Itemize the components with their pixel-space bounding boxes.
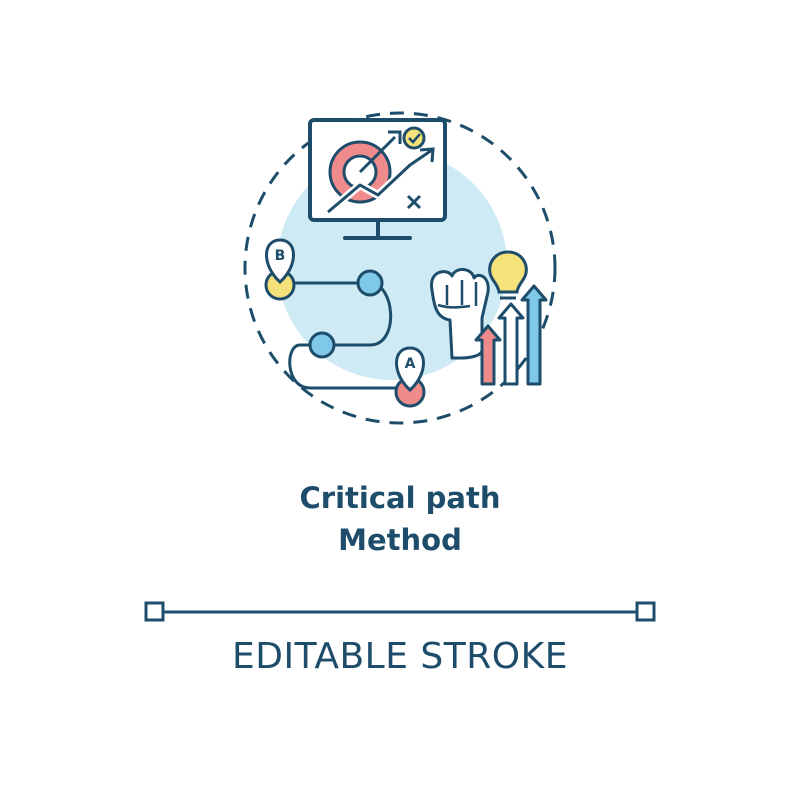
growth-arrows-icon xyxy=(474,284,548,386)
critical-path-illustration: B A xyxy=(243,111,557,425)
stroke-handle-left xyxy=(144,601,165,622)
editable-stroke-caption: EDITABLE STROKE xyxy=(232,636,568,677)
location-pin-b-icon: B xyxy=(264,238,296,301)
dashed-circle xyxy=(243,111,557,425)
lightbulb-icon xyxy=(488,250,528,300)
stroke-handle-right xyxy=(635,601,656,622)
monitor-target-icon xyxy=(308,118,447,240)
raised-fist-icon xyxy=(430,268,490,360)
editable-stroke-sample xyxy=(144,601,656,622)
checkmark-icon xyxy=(402,126,426,150)
location-pin-a-icon: A xyxy=(394,346,426,408)
route-path xyxy=(280,269,410,390)
pin-a-label: A xyxy=(405,356,416,372)
arrow-icon xyxy=(358,130,402,174)
title-line-2: Method xyxy=(338,523,462,557)
pin-b-label: B xyxy=(275,248,286,264)
title-line-1: Critical path xyxy=(299,481,501,515)
